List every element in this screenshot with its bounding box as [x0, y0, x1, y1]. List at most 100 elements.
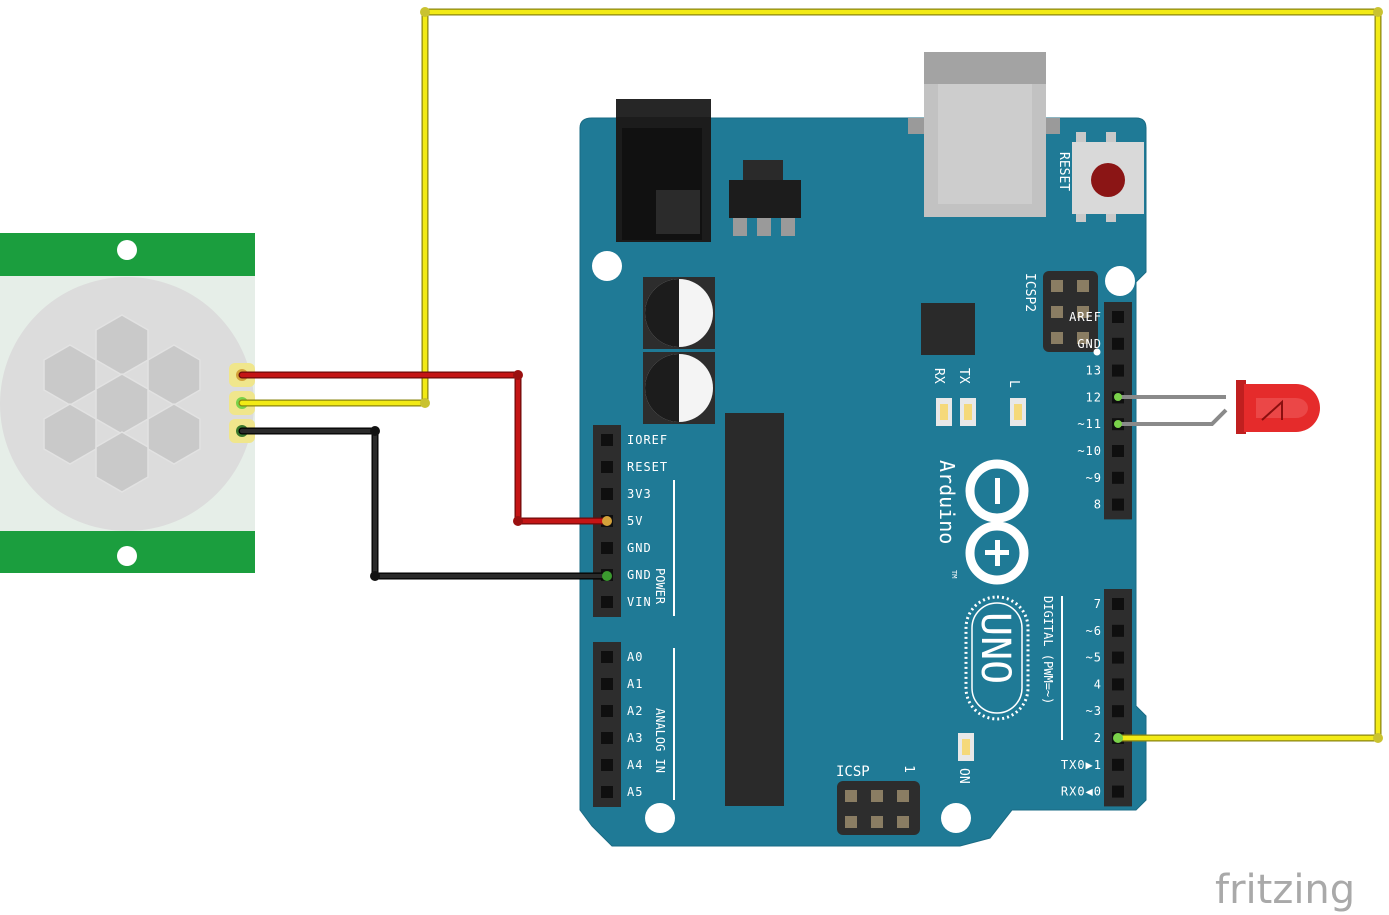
led-13-connection [1114, 420, 1122, 428]
header-pin[interactable] [1112, 598, 1124, 610]
pin-label: ~5 [1086, 651, 1102, 665]
tx-label: TX [956, 368, 971, 384]
icsp-pin1-label: 1 [901, 765, 916, 773]
header-strip [593, 642, 621, 807]
rx-led [936, 398, 952, 426]
header-pin[interactable] [1112, 445, 1124, 457]
dc-power-jack [616, 99, 711, 242]
pin-label: A5 [627, 785, 643, 799]
trademark-text: TM [950, 570, 958, 578]
pin-label: GND [627, 568, 652, 582]
header-pin[interactable] [1112, 758, 1124, 771]
pin-label: 4 [1094, 677, 1102, 691]
pin-label: A2 [627, 704, 643, 718]
header-pin[interactable] [601, 596, 613, 608]
arduino-logo [965, 459, 1029, 585]
header-pin[interactable] [1112, 337, 1124, 350]
microcontroller-chip [725, 413, 784, 806]
header-pin[interactable] [601, 461, 613, 473]
header-pin[interactable] [601, 434, 613, 446]
red-led [1116, 380, 1320, 434]
rx-label: RX [931, 368, 946, 384]
digital-header-top: AREF GND 13 12 ~11 ~10 ~9 8 [1069, 302, 1132, 520]
uno-badge [964, 595, 1030, 721]
capacitor [643, 352, 715, 424]
mount-hole [645, 803, 675, 833]
signal-wire[interactable] [238, 7, 1383, 743]
header-pin[interactable] [1112, 678, 1124, 691]
analog-section-label: ANALOG IN [653, 708, 667, 773]
pin-label: ~6 [1086, 624, 1102, 638]
header-pin[interactable] [1112, 705, 1124, 718]
mount-hole [1105, 266, 1135, 296]
pin-label: 2 [1094, 731, 1102, 745]
pin-label: VIN [627, 595, 652, 609]
capacitor [643, 277, 715, 349]
voltage-regulator [729, 160, 801, 236]
header-pin[interactable] [601, 786, 613, 798]
ground-wire[interactable] [238, 426, 611, 581]
arduino-uno-board: RESET ICSP2 [579, 52, 1147, 847]
pin-label: 7 [1094, 597, 1102, 611]
pin-label: RESET [627, 460, 668, 474]
pin-label: 13 [1086, 364, 1102, 378]
pin-label: A1 [627, 677, 643, 691]
header-pin[interactable] [601, 488, 613, 500]
pin-label: ~10 [1077, 444, 1102, 458]
header-pin[interactable] [601, 651, 613, 663]
usb-chip [921, 303, 975, 355]
header-pin[interactable] [1112, 311, 1124, 323]
on-led [958, 733, 974, 761]
header-pin[interactable] [1112, 651, 1124, 664]
header-pin[interactable] [1112, 471, 1124, 484]
pin-label: ~9 [1086, 471, 1102, 485]
pin-label: A0 [627, 650, 643, 664]
pin-gnd-connection [602, 571, 612, 581]
header-pin[interactable] [601, 759, 613, 771]
header-pin[interactable] [1112, 364, 1124, 377]
header-pin[interactable] [601, 732, 613, 744]
tx-led [960, 398, 976, 426]
on-label: ON [956, 768, 971, 784]
pin-label: 3V3 [627, 487, 652, 501]
header-strip [1104, 302, 1132, 520]
icsp-header [837, 781, 920, 835]
header-pin[interactable] [1112, 624, 1124, 637]
pin-label: AREF [1069, 310, 1102, 324]
header-pin[interactable] [1112, 498, 1124, 511]
icsp2-label: ICSP2 [1022, 273, 1037, 312]
led-gnd-connection [1114, 393, 1122, 401]
digital-section-label: DIGITAL (PWM=~) [1041, 596, 1055, 704]
header-pin[interactable] [601, 705, 613, 717]
icsp-label: ICSP [836, 764, 870, 780]
icsp2-header [1043, 271, 1101, 356]
pin-label: ~3 [1086, 704, 1102, 718]
pin-label: GND [627, 541, 652, 555]
pin-label: A3 [627, 731, 643, 745]
pin-label: ~11 [1077, 417, 1102, 431]
usb-connector [908, 52, 1060, 217]
pin-label: 5V [627, 514, 643, 528]
fritzing-logo: fritzing [1215, 867, 1355, 913]
pin-label: GND [1077, 337, 1102, 351]
reset-button[interactable] [1072, 132, 1144, 222]
pin-5v-connection [602, 516, 612, 526]
l-label: L [1006, 380, 1021, 388]
pin-label: A4 [627, 758, 643, 772]
reset-label: RESET [1056, 152, 1071, 191]
mount-hole [592, 251, 622, 281]
header-pin[interactable] [601, 678, 613, 690]
arduino-brand-text: Arduino [935, 460, 959, 544]
l-led [1010, 398, 1026, 426]
pin-label: 12 [1086, 390, 1102, 404]
uno-text: UNO [972, 612, 1018, 684]
header-pin[interactable] [1112, 785, 1124, 798]
pir-motion-sensor [0, 233, 255, 573]
power-wire[interactable] [238, 370, 611, 526]
pin-label: 8 [1094, 498, 1102, 512]
power-section-label: POWER [653, 568, 667, 605]
header-pin[interactable] [601, 542, 613, 554]
